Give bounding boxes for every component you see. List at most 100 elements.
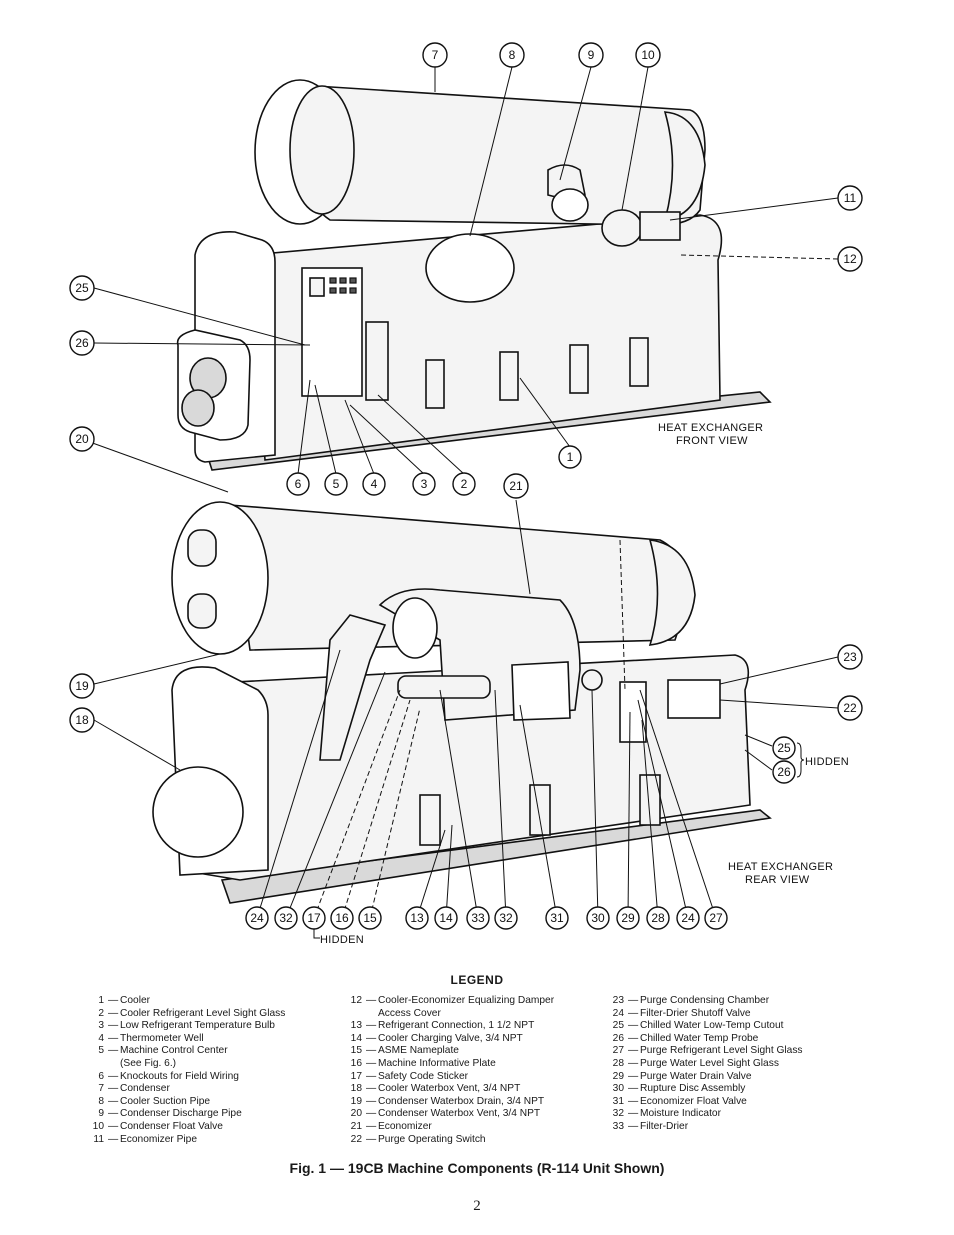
hidden-tick-bottom (313, 929, 320, 939)
legend-item-separator: — (366, 1070, 377, 1082)
legend-item-number (82, 1058, 108, 1071)
legend-item-text: Refrigerant Connection, 1 1/2 NPT (378, 1020, 535, 1032)
rear-rupture-disc (581, 669, 603, 691)
svg-text:26: 26 (777, 765, 791, 779)
legend-item-text: Cooler Refrigerant Level Sight Glass (120, 1007, 286, 1019)
front-control-button (349, 277, 357, 284)
svg-text:25: 25 (75, 281, 89, 295)
rear-condenser-nozzle-lower (187, 593, 217, 629)
rear-condenser-endcap (171, 501, 269, 655)
callout-8: 8 (499, 42, 525, 68)
legend-item-separator: — (366, 1108, 377, 1120)
legend-item-text: Access Cover (378, 1007, 441, 1019)
legend-item-number: 13 (350, 1020, 362, 1032)
legend-item-text: ASME Nameplate (378, 1045, 459, 1057)
legend-item: 9—Condenser Discharge Pipe (82, 1108, 285, 1121)
callout-4: 4 (362, 472, 386, 496)
legend-item: (See Fig. 6.) (82, 1058, 285, 1071)
legend-item: 16—Machine Informative Plate (340, 1058, 554, 1071)
legend-item-text: Cooler Charging Valve, 3/4 NPT (378, 1032, 523, 1044)
callout-22: 22 (837, 695, 863, 721)
legend-item-text: Safety Code Sticker (378, 1070, 469, 1082)
front-control-display (309, 277, 325, 297)
legend-item-separator: — (366, 1020, 377, 1032)
svg-text:2: 2 (461, 477, 468, 491)
callout-20: 20 (69, 426, 95, 452)
legend-item-number: 22 (350, 1133, 362, 1145)
legend-item-number: 28 (612, 1057, 624, 1069)
legend-item-text: Thermometer Well (120, 1032, 204, 1044)
legend-item-number: 12 (350, 995, 362, 1006)
legend-item-separator: — (628, 1007, 639, 1019)
front-economizer-pipe (639, 211, 681, 241)
legend-item: 24—Filter-Drier Shutoff Valve (602, 1008, 803, 1021)
legend-item: 14—Cooler Charging Valve, 3/4 NPT (340, 1033, 554, 1046)
callout-27: 27 (704, 906, 728, 930)
legend-item-number: 11 (93, 1133, 104, 1145)
callout-24-left: 24 (245, 906, 269, 930)
callout-12: 12 (837, 246, 863, 272)
rear-condenser-rear-flange (648, 539, 696, 646)
callout-31: 31 (545, 906, 569, 930)
legend-item: 20—Condenser Waterbox Vent, 3/4 NPT (340, 1108, 554, 1121)
front-control-button (329, 287, 337, 294)
legend-item: 27—Purge Refrigerant Level Sight Glass (602, 1045, 803, 1058)
callout-1: 1 (558, 445, 582, 469)
svg-text:24: 24 (681, 911, 695, 925)
rear-view-label-line2: REAR VIEW (745, 874, 810, 886)
svg-text:17: 17 (307, 911, 321, 925)
callout-25-rear: 25 (772, 736, 796, 760)
rear-refrigerant-line (397, 675, 491, 699)
legend-item: 12—Cooler-Economizer Equalizing Damper (340, 995, 554, 1008)
legend-item-text: Filter-Drier (640, 1120, 689, 1132)
legend-item-number: 19 (350, 1095, 362, 1107)
legend-item-text: Chilled Water Temp Probe (640, 1032, 759, 1044)
legend-item-text: Machine Control Center (120, 1045, 228, 1057)
callout-11: 11 (837, 185, 863, 211)
svg-text:13: 13 (410, 911, 424, 925)
rear-condenser-nozzle-upper (187, 529, 217, 567)
legend-item: 1—Cooler (82, 995, 285, 1008)
legend-item-separator (366, 1008, 378, 1021)
hidden-label-bottom: HIDDEN (320, 934, 364, 946)
legend-item: 29—Purge Water Drain Valve (602, 1071, 803, 1084)
svg-text:27: 27 (709, 911, 723, 925)
legend-item-number: 25 (612, 1020, 624, 1032)
legend-item-text: Machine Informative Plate (378, 1057, 496, 1069)
legend-item: 18—Cooler Waterbox Vent, 3/4 NPT (340, 1083, 554, 1096)
front-support (629, 337, 649, 387)
legend-item-number: 21 (350, 1120, 362, 1132)
front-support (499, 351, 519, 401)
front-support (569, 344, 589, 394)
callout-13: 13 (405, 906, 429, 930)
legend-item-text: Purge Operating Switch (378, 1133, 486, 1145)
legend-item-separator: — (108, 995, 119, 1006)
legend-item-number: 16 (350, 1057, 362, 1069)
svg-text:21: 21 (509, 479, 523, 493)
legend-item-text: Condenser Discharge Pipe (120, 1108, 242, 1120)
legend-item: 13 —Refrigerant Connection, 1 1/2 NPT (340, 1020, 554, 1033)
callout-16: 16 (330, 906, 354, 930)
callout-21: 21 (503, 473, 529, 499)
svg-text:10: 10 (641, 48, 655, 62)
svg-text:23: 23 (843, 650, 857, 664)
legend-item-number: 33 (612, 1120, 624, 1132)
legend-item-separator: — (108, 1070, 119, 1082)
svg-text:28: 28 (651, 911, 665, 925)
legend-item-separator: — (108, 1083, 119, 1095)
front-float-valve (601, 209, 643, 247)
legend-item-text: (See Fig. 6.) (120, 1057, 177, 1069)
svg-text:22: 22 (843, 701, 857, 715)
legend-item: 32—Moisture Indicator (602, 1108, 803, 1121)
legend-item: 2—Cooler Refrigerant Level Sight Glass (82, 1008, 285, 1021)
legend-item-number: 23 (612, 995, 624, 1006)
callout-2: 2 (452, 472, 476, 496)
legend-item: 3—Low Refrigerant Temperature Bulb (82, 1020, 285, 1033)
legend-title: LEGEND (450, 973, 504, 987)
callout-6: 6 (286, 472, 310, 496)
legend-item-text: Condenser Waterbox Vent, 3/4 NPT (378, 1108, 541, 1120)
callout-28: 28 (646, 906, 670, 930)
callout-15: 15 (358, 906, 382, 930)
legend-item: 28—Purge Water Level Sight Glass (602, 1058, 803, 1071)
